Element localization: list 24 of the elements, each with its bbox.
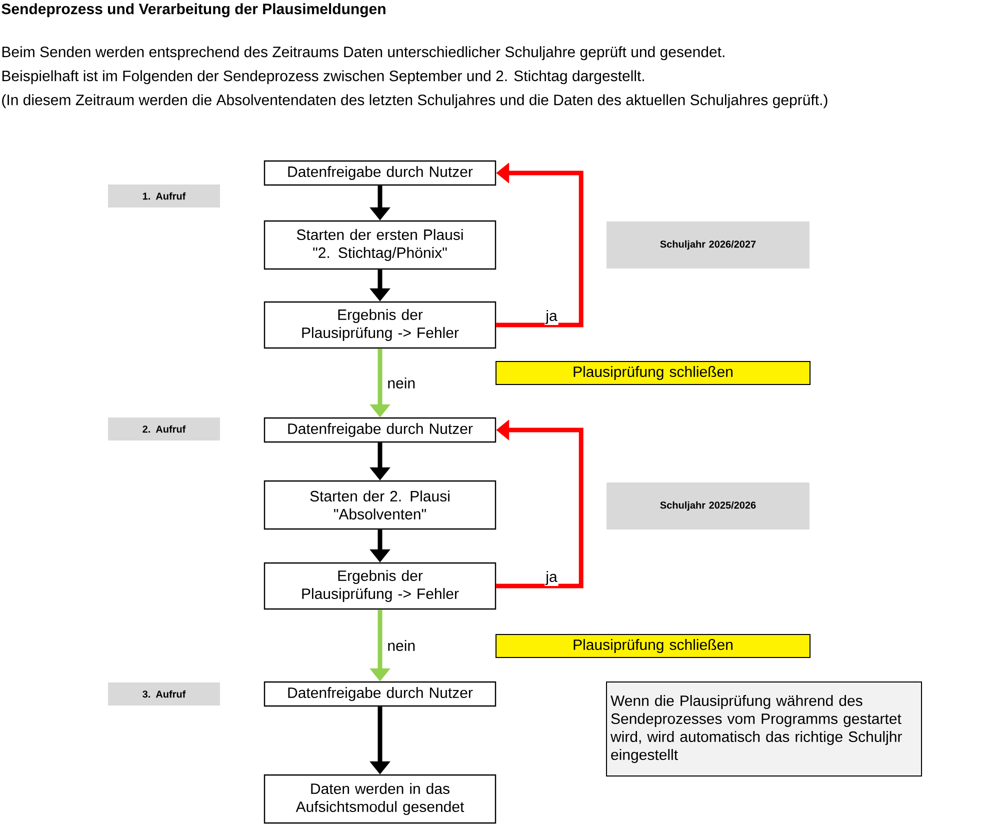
step-label-band: 1. Aufruf [108,184,220,208]
edge-label: ja [544,309,558,325]
process-box: Datenfreigabe durch Nutzer [264,160,496,186]
action-box: Plausiprüfung schließen [496,361,811,385]
school-year-box: Schuljahr 2026/2027 [606,222,810,268]
process-box: Datenfreigabe durch Nutzer [264,681,496,707]
process-box: Datenfreigabe durch Nutzer [264,417,496,443]
process-box: Daten werden in das Aufsichtsmodul gesendet [264,774,496,824]
edge-label: ja [544,570,558,586]
intro-text: Beim Senden werden entsprechend des Zeitraums Daten unterschiedlicher Schuljahre geprüft und gesendet. [2,46,724,60]
school-year-box: Schuljahr 2025/2026 [606,482,810,530]
step-label-band: 3. Aufruf [108,682,220,706]
process-box: Starten der ersten Plausi "2. Stichtag/Phönix" [264,220,496,270]
action-box: Plausiprüfung schließen [496,634,811,658]
intro-text: (In diesem Zeitraum werden die Absolventendaten des letzten Schuljahres und die Daten des aktuellen Schuljahres geprüft.) [2,94,828,108]
edge-label: nein [386,376,417,390]
edge-label: nein [386,639,417,652]
intro-text: Beispielhaft ist im Folgenden der Sendeprozess zwischen September und 2. Stichtag dargestellt. [2,70,644,84]
title: Sendeprozess und Verarbeitung der Plausimeldungen [2,3,386,18]
process-box: Ergebnis der Plausiprüfung -> Fehler [264,562,496,610]
process-box: Starten der 2. Plausi "Absolventen" [264,480,496,530]
process-box: Ergebnis der Plausiprüfung -> Fehler [264,301,496,349]
step-label-band: 2. Aufruf [108,418,220,440]
note-box: Wenn die Plausiprüfung während des Sendeprozesses vom Programms gestartet wird, wird automatisch das richtige Schuljhr eingestellt [606,682,922,776]
